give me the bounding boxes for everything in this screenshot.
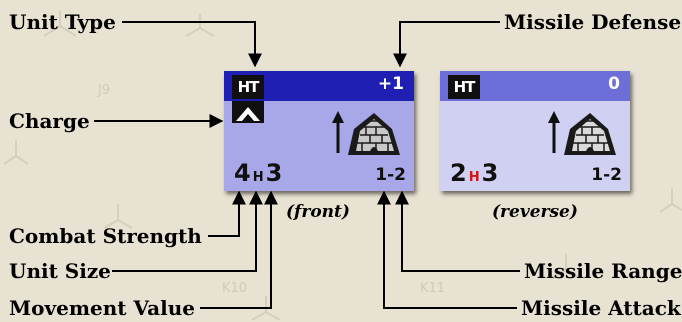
up-arrow-icon [332,111,344,153]
combat-strength-leader [208,190,246,237]
missile-attack-leader [377,190,517,309]
missile-attack-label: Missile Attack [521,296,681,320]
unit-type-leader [122,21,262,68]
charge-arrow-icon [232,101,264,123]
unit-size-label: Unit Size [9,259,111,283]
front-unit-type: HT [232,75,264,99]
reverse-unit-type: HT [448,75,480,99]
reverse-unit-size: H [468,170,480,185]
front-movement-value: 3 [265,159,283,187]
up-arrow-icon [548,111,560,153]
missile-range-leader [395,190,520,272]
reverse-caption: (reverse) [492,202,578,222]
archer-hut-icon [330,107,404,157]
missile-range-label: Missile Range [524,259,682,283]
reverse-missile-defense: 0 [608,74,620,94]
hex-label-k10: K10 [222,281,247,296]
hex-label-j9: J9 [97,83,110,98]
charge-label: Charge [9,109,90,133]
front-combat-strength: 4 [234,159,251,187]
front-caption: (front) [286,202,350,222]
front-missile-range: 1-2 [375,165,406,185]
movement-value-label: Movement Value [9,296,195,320]
reverse-missile-range: 1-2 [591,165,622,185]
front-missile-defense: +1 [377,74,404,94]
unit-type-label: Unit Type [9,10,116,34]
front-unit-size: H [252,170,264,185]
unit-size-leader [112,190,263,272]
hex-label-k11: K11 [420,281,445,296]
reverse-movement-value: 3 [481,159,499,187]
reverse-combat-strength: 2 [450,159,467,187]
missile-defense-leader [393,21,500,68]
combat-strength-label: Combat Strength [9,224,202,248]
movement-value-leader [200,190,278,309]
archer-hut-icon [546,107,620,157]
missile-defense-label: Missile Defense [504,10,682,34]
